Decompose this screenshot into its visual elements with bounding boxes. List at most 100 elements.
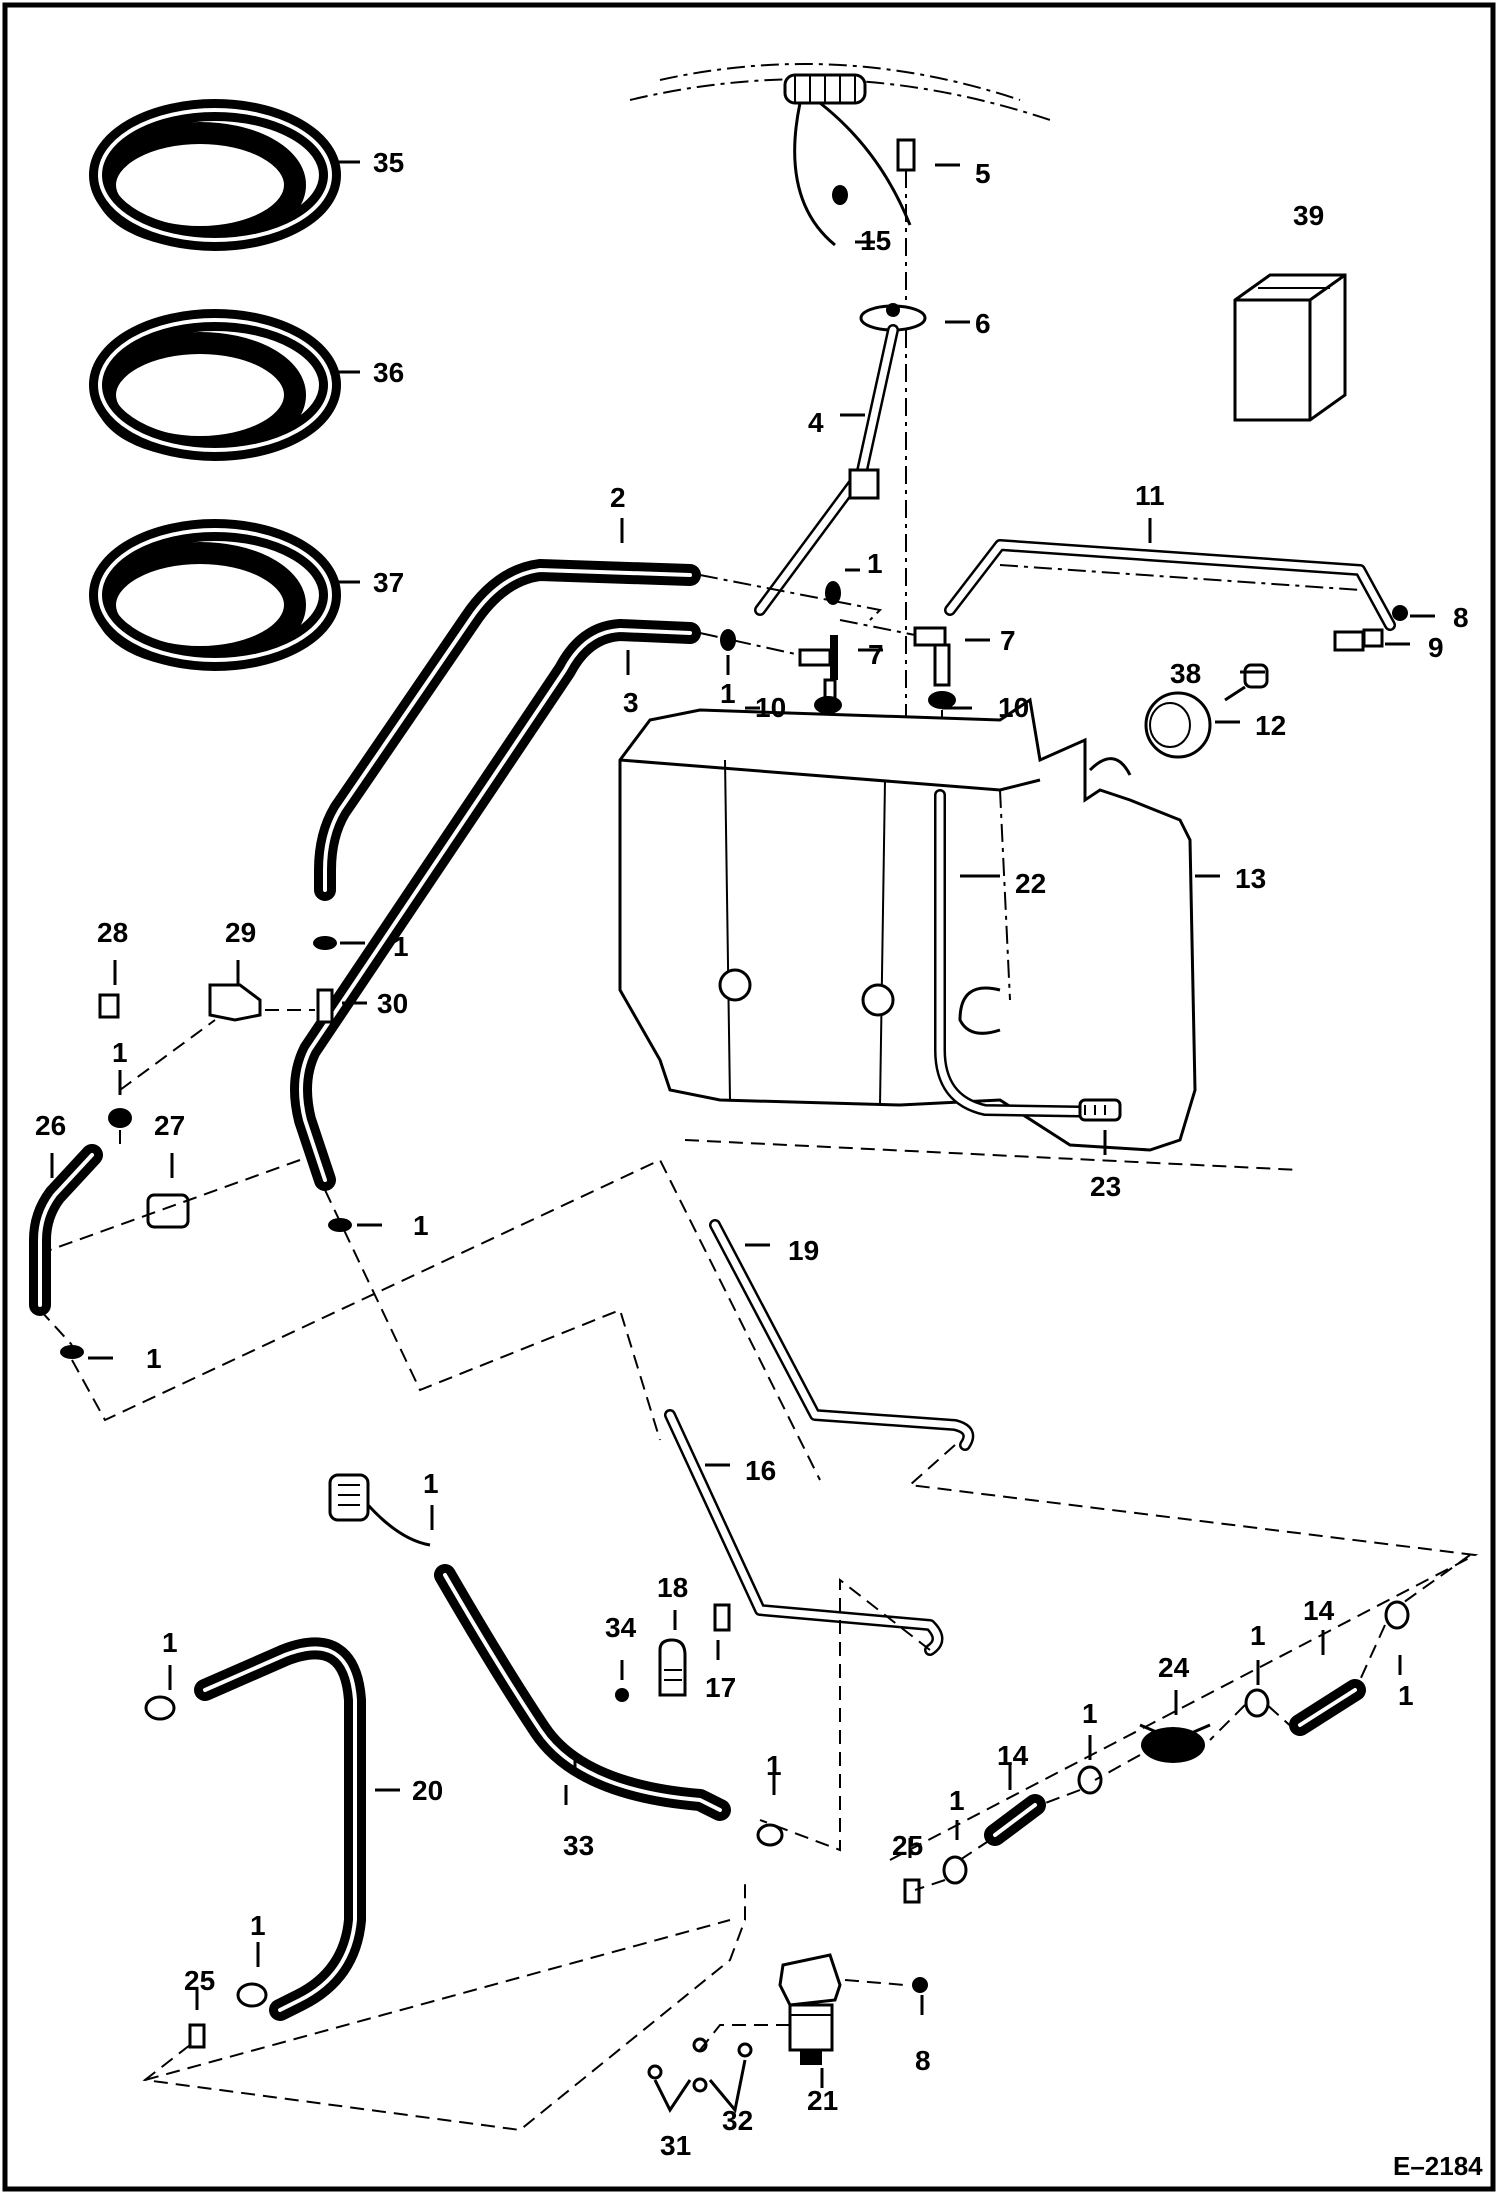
fuel-tank-13 <box>618 697 1197 1152</box>
bracket-29 <box>208 983 262 1022</box>
bolt-17 <box>713 1603 731 1632</box>
fuel-cap-12 <box>1144 691 1212 759</box>
hose-26 <box>29 1144 103 1316</box>
fittings-31-32 <box>647 2024 790 2114</box>
clamps-1-left <box>60 936 352 1359</box>
callout-22: 22 <box>1015 868 1046 899</box>
grommet-10-left <box>814 696 842 714</box>
vent-38 <box>1224 663 1269 702</box>
clamp-1-top <box>825 581 841 605</box>
callout-15: 15 <box>860 225 891 256</box>
fitting-25-left <box>188 2023 206 2049</box>
leader-dash-chain <box>914 1554 1471 1891</box>
callout-1-f: 1 <box>146 1343 162 1374</box>
clamp-1-hose33 <box>756 1823 784 1847</box>
callout-labels: 35 36 37 39 5 15 6 4 2 11 1 8 9 7 7 3 1 … <box>35 147 1483 2181</box>
callout-1-c: 1 <box>393 931 409 962</box>
callout-25-a: 25 <box>892 1830 923 1861</box>
leader-dash-bottom <box>142 1880 746 2132</box>
hose-2 <box>314 559 701 901</box>
callout-3: 3 <box>623 687 639 718</box>
pickup-tube-22 <box>934 789 1116 1118</box>
connector-27 <box>146 1193 190 1229</box>
callout-12: 12 <box>1255 710 1286 741</box>
callout-9: 9 <box>1428 632 1444 663</box>
sensor-bulb <box>328 1473 431 1547</box>
bolt-28 <box>98 993 120 1019</box>
callout-23: 23 <box>1090 1171 1121 1202</box>
callout-leaders <box>50 160 1435 2088</box>
callout-2: 2 <box>610 482 626 513</box>
callout-16: 16 <box>745 1455 776 1486</box>
callout-32: 32 <box>722 2105 753 2136</box>
callout-36: 36 <box>373 357 404 388</box>
callout-10-a: 10 <box>755 692 786 723</box>
washer-9 <box>1362 628 1384 648</box>
clip-18 <box>658 1638 687 1697</box>
callout-1-e: 1 <box>413 1210 429 1241</box>
bolt-8-top <box>1392 605 1408 621</box>
fitting-25-right <box>903 1878 921 1904</box>
callout-7-a: 7 <box>868 639 884 670</box>
callout-21: 21 <box>807 2085 838 2116</box>
callout-6: 6 <box>975 308 991 339</box>
clamp-1-hose3 <box>720 629 736 651</box>
callout-8-a: 8 <box>1453 602 1469 633</box>
fitting-30 <box>316 988 334 1024</box>
hose-coil-37 <box>89 519 341 671</box>
callout-14-a: 14 <box>1303 1595 1335 1626</box>
callout-31: 31 <box>660 2130 691 2161</box>
callout-1-b: 1 <box>720 678 736 709</box>
leader-dash-middle <box>759 1444 1479 1861</box>
callout-1-i: 1 <box>766 1750 782 1781</box>
hose-3 <box>290 619 701 1191</box>
callout-1-g: 1 <box>423 1468 439 1499</box>
callout-14-b: 14 <box>997 1740 1029 1771</box>
leader-dash-left <box>39 1009 1301 1481</box>
battery-39 <box>1233 273 1347 422</box>
callout-35: 35 <box>373 147 404 178</box>
callout-1-m: 1 <box>949 1785 965 1816</box>
callout-18: 18 <box>657 1572 688 1603</box>
callout-34: 34 <box>605 1612 637 1643</box>
callout-37: 37 <box>373 567 404 598</box>
drawing-id: E–2184 <box>1393 2151 1483 2181</box>
nut-34 <box>615 1688 629 1702</box>
callout-38: 38 <box>1170 658 1201 689</box>
callout-5: 5 <box>975 158 991 189</box>
callout-4: 4 <box>808 407 824 438</box>
callout-25-b: 25 <box>184 1965 215 1996</box>
harness-arc <box>629 63 1051 247</box>
grommet-15 <box>832 185 848 205</box>
fuel-filter-24 <box>1139 1723 1211 1763</box>
strainer-23 <box>1078 1098 1122 1122</box>
callout-30: 30 <box>377 988 408 1019</box>
fitting-7-left <box>798 635 838 702</box>
callout-1-n: 1 <box>250 1910 266 1941</box>
callout-1-h: 1 <box>162 1627 178 1658</box>
callout-7-b: 7 <box>1000 625 1016 656</box>
hose-coil-35 <box>89 99 341 251</box>
callout-27: 27 <box>154 1110 185 1141</box>
callout-10-b: 10 <box>998 692 1029 723</box>
callout-29: 29 <box>225 917 256 948</box>
tube-19 <box>709 1219 975 1451</box>
callout-1-a: 1 <box>867 548 883 579</box>
callout-1-j: 1 <box>1250 1620 1266 1651</box>
clamps-1-hose20 <box>144 1695 268 2008</box>
callout-20: 20 <box>412 1775 443 1806</box>
water-separator-21 <box>778 1953 842 2065</box>
callout-39: 39 <box>1293 200 1324 231</box>
tube-16 <box>664 1409 944 1656</box>
callout-11: 11 <box>1135 480 1165 511</box>
bolt-5 <box>896 138 916 310</box>
bolt-8-bottom <box>844 1977 928 1993</box>
callout-24: 24 <box>1158 1652 1190 1683</box>
clamps-1-chain <box>942 1600 1410 1885</box>
tank-strap-11 <box>944 539 1396 652</box>
callout-19: 19 <box>788 1235 819 1266</box>
hose-33 <box>434 1564 731 1821</box>
hose-14-lower <box>984 1794 1046 1846</box>
